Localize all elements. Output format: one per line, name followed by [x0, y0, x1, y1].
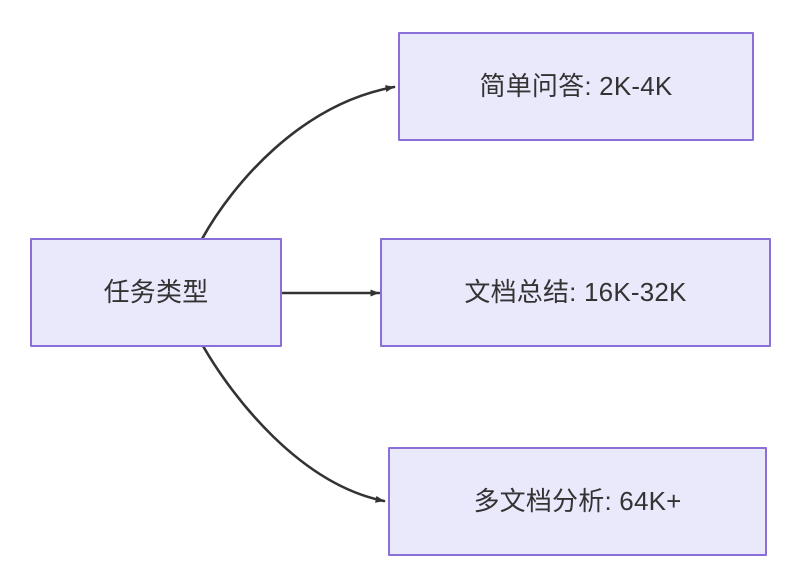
node-simple-qa-label: 简单问答: 2K-4K	[479, 70, 673, 101]
node-multi-doc-label: 多文档分析: 64K+	[473, 485, 682, 516]
node-doc-summary[interactable]: 文档总结: 16K-32K	[380, 238, 771, 347]
node-simple-qa[interactable]: 简单问答: 2K-4K	[398, 32, 754, 141]
node-doc-summary-label: 文档总结: 16K-32K	[464, 276, 687, 307]
node-task-type-label: 任务类型	[103, 276, 209, 307]
node-multi-doc[interactable]: 多文档分析: 64K+	[388, 447, 767, 556]
edge-root-to-multi-doc	[201, 344, 386, 503]
node-task-type[interactable]: 任务类型	[30, 238, 282, 347]
edge-root-to-simple-qa	[200, 85, 396, 241]
